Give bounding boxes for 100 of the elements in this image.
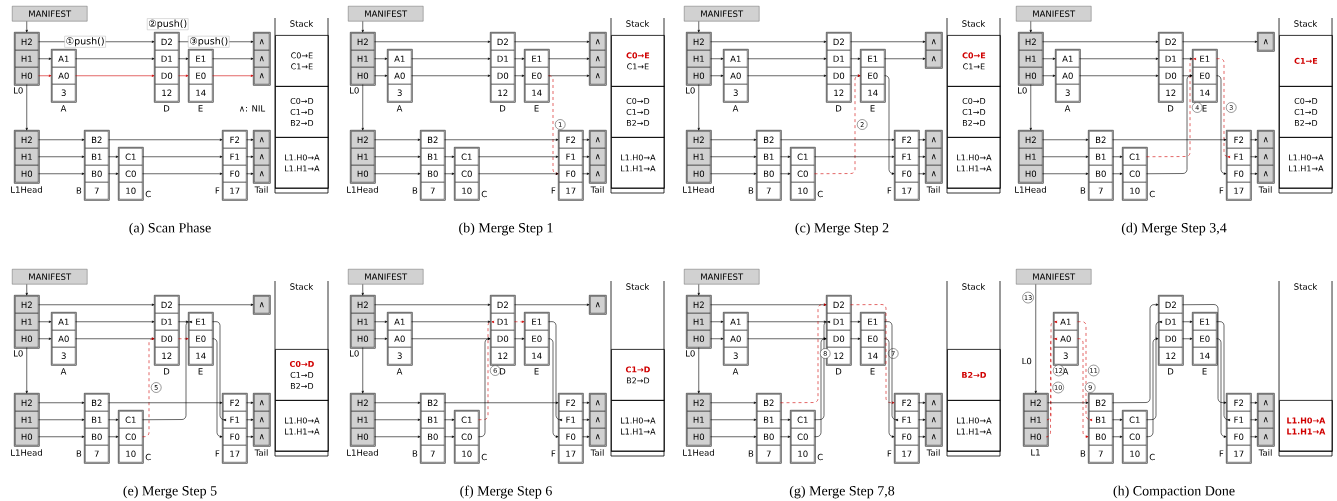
skiplist-cell: ∧ [926, 411, 942, 429]
node-label: E [198, 368, 203, 375]
skiplist-node [925, 32, 943, 69]
skiplist-cell: H2 [351, 33, 375, 51]
skiplist-cell: 3 [388, 347, 412, 365]
pointer-arrow [38, 155, 85, 158]
node-label: L1Head [683, 449, 714, 456]
node-label: F [215, 187, 220, 194]
skiplist-cell: C1 [119, 411, 143, 429]
skiplist-cell: B1 [757, 148, 781, 166]
manifest-box: MANIFEST [12, 6, 88, 22]
stack-frame: B2→D [947, 349, 1001, 401]
skiplist-cell: F1 [1227, 148, 1251, 166]
skiplist-node [490, 295, 516, 366]
pointer-arrow [1250, 138, 1258, 141]
skiplist-node [14, 295, 40, 349]
skiplist-cell: H1 [351, 148, 375, 166]
skiplist-cell: 7 [1089, 182, 1113, 200]
skiplist-cell: D0 [827, 67, 851, 85]
pointer-arrow [374, 401, 421, 404]
skiplist-cell: F0 [1227, 428, 1251, 446]
manifest-box: MANIFEST [684, 6, 760, 22]
skiplist-cell: H0 [15, 165, 39, 183]
skiplist-cell: F2 [223, 131, 247, 149]
node-label: Tail [926, 186, 940, 193]
pointer-arrow [710, 401, 757, 404]
node-label: F [551, 187, 556, 194]
skiplist-cell: D1 [155, 50, 179, 68]
skiplist-cell: ∧ [254, 131, 270, 149]
node-label: D [836, 105, 842, 112]
pointer-arrow [374, 320, 388, 323]
pointer-arrow [814, 337, 827, 438]
skiplist-cell: H2 [1024, 394, 1048, 412]
skiplist-cell: H0 [351, 165, 375, 183]
skiplist-cell: B2 [1089, 394, 1113, 412]
skiplist-node [860, 49, 886, 103]
stack-frame: L1.H0→A L1.H1→A [275, 400, 329, 452]
skiplist-node [51, 49, 77, 103]
skiplist-cell: H1 [15, 50, 39, 68]
skiplist-cell: D2 [1159, 296, 1183, 314]
skiplist-cell: F0 [895, 165, 919, 183]
skiplist-cell: C0 [791, 428, 815, 446]
pointer-arrow [514, 74, 525, 77]
stack-frame: C1→E [1279, 35, 1333, 87]
skiplist-node [253, 130, 271, 184]
skiplist-cell: F1 [559, 148, 583, 166]
node-label: Tail [254, 449, 268, 456]
node-label: Tail [590, 449, 604, 456]
pointer-arrow [212, 74, 254, 77]
pointer-arrow [710, 320, 724, 323]
pointer-arrow [1042, 40, 1159, 43]
skiplist-cell: ∧ [590, 165, 606, 183]
pointer-arrow [1216, 58, 1231, 159]
node-label: L0 [14, 350, 23, 357]
pointer-arrow [1042, 138, 1089, 141]
skiplist-cell: A0 [52, 330, 76, 348]
skiplist-node [1018, 32, 1044, 86]
skiplist-node [84, 130, 110, 201]
pointer-arrow [1216, 321, 1231, 422]
skiplist-cell: ∧ [926, 148, 942, 166]
skiplist-cell: F1 [895, 148, 919, 166]
skiplist-cell: 7 [757, 182, 781, 200]
pointer-arrow [850, 304, 895, 404]
skiplist-cell: C1 [119, 148, 143, 166]
pointer-arrow [38, 435, 85, 438]
skiplist-cell: D2 [827, 33, 851, 51]
skiplist-cell: C0 [791, 165, 815, 183]
skiplist-node [1122, 147, 1148, 201]
skiplist-cell: ∧ [590, 148, 606, 166]
pointer-arrow [1112, 172, 1123, 175]
skiplist-node [925, 393, 943, 447]
skiplist-cell: D1 [1159, 50, 1183, 68]
pointer-arrow [1042, 57, 1056, 60]
skiplist-cell: 10 [455, 182, 479, 200]
pointer-arrow [212, 321, 227, 422]
skiplist-cell: 17 [895, 445, 919, 463]
skiplist-cell: F2 [1227, 131, 1251, 149]
skiplist-cell: ∧ [1258, 411, 1274, 429]
skiplist-cell: D0 [155, 330, 179, 348]
pointer-arrow [710, 57, 724, 60]
skiplist-cell: 14 [525, 84, 549, 102]
skiplist-cell: D0 [1159, 67, 1183, 85]
stack-frame: C0→D C1→D B2→D [611, 86, 665, 138]
pointer-arrow [850, 74, 861, 77]
skiplist-cell: F1 [559, 411, 583, 429]
skiplist-cell: C1 [455, 148, 479, 166]
pointer-arrow [1112, 138, 1227, 141]
skiplist-cell: 3 [1056, 84, 1080, 102]
skiplist-cell: E0 [525, 330, 549, 348]
pointer-arrow [1216, 338, 1227, 438]
node-label: B [748, 450, 754, 457]
pointer-arrow [780, 155, 791, 158]
pointer-arrow [1112, 303, 1159, 404]
skiplist-cell: ∧ [254, 148, 270, 166]
skiplist-node [1055, 49, 1081, 103]
skiplist-node [188, 312, 214, 366]
node-label: L1Head [11, 449, 42, 456]
skiplist-cell: B0 [421, 428, 445, 446]
skiplist-cell: D1 [827, 50, 851, 68]
skiplist-node [1226, 130, 1252, 201]
